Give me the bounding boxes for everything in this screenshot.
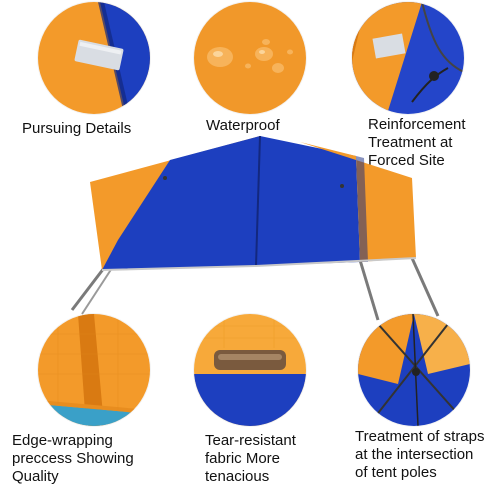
caption-line: Reinforcement [368, 116, 466, 133]
detail-photo-pursuing-details [38, 2, 150, 114]
caption-waterproof: Waterproof [206, 117, 280, 135]
detail-photo-strap-intersection [358, 314, 470, 426]
caption-pursuing-details: Pursuing Details [22, 120, 131, 138]
caption-line: Tear-resistant [205, 432, 296, 449]
detail-photo-edge-wrapping [38, 314, 150, 426]
tent-canopy-illustration [60, 130, 440, 330]
caption-line: Quality [12, 468, 59, 485]
caption-line: preccess Showing [12, 450, 134, 467]
caption-line: Waterproof [206, 117, 280, 134]
caption-strap-treatment: Treatment of straps at the intersection … [355, 428, 485, 482]
caption-line: Treatment of straps [355, 428, 485, 445]
caption-line: Edge-wrapping [12, 432, 113, 449]
caption-line: tenacious [205, 468, 270, 485]
caption-edge-wrapping: Edge-wrapping preccess Showing Quality [12, 432, 134, 486]
caption-reinforcement: Reinforcement Treatment at Forced Site [368, 116, 466, 170]
caption-line: Forced Site [368, 152, 445, 169]
detail-photo-waterproof [194, 2, 306, 114]
caption-line: fabric More [205, 450, 281, 467]
caption-line: Treatment at [368, 134, 453, 151]
detail-photo-tear-resistant-fabric [194, 314, 306, 426]
detail-photo-reinforcement [352, 2, 464, 114]
caption-line: at the intersection [355, 446, 474, 463]
caption-line: of tent poles [355, 464, 437, 481]
caption-tear-resistant: Tear-resistant fabric More tenacious [205, 432, 296, 486]
caption-line: Pursuing Details [22, 120, 132, 137]
